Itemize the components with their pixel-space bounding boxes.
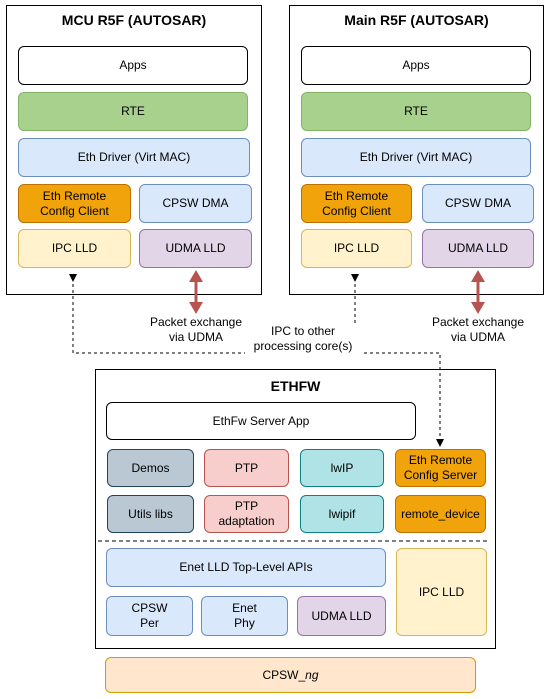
cpsw-per-box: CPSW Per <box>106 596 193 636</box>
ipc-other-cores-label: IPC to other processing core(s) <box>245 324 361 354</box>
main-eth-driver-box: Eth Driver (Virt MAC) <box>301 138 531 177</box>
mcu-r5f-title: MCU R5F (AUTOSAR) <box>61 12 207 28</box>
cpsw-ng-prefix: CPSW_ <box>262 667 306 682</box>
ipc-dashed-link <box>69 274 444 447</box>
ptp-adaptation-box: PTP adaptation <box>204 495 289 533</box>
eth-remote-server-box: Eth Remote Config Server <box>395 449 486 487</box>
packet-exchange-label-left: Packet exchange via UDMA <box>149 315 243 344</box>
main-cpsw-dma-box: CPSW DMA <box>422 184 534 223</box>
main-r5f-panel: Main R5F (AUTOSAR) Apps RTE Eth Driver (… <box>289 5 544 295</box>
mcu-rte-box: RTE <box>18 92 248 131</box>
lwipif-box: lwipif <box>300 495 384 533</box>
ethfw-ipc-lld-box: IPC LLD <box>396 548 487 636</box>
packet-exchange-arrow-right <box>471 270 485 314</box>
mcu-r5f-panel: MCU R5F (AUTOSAR) Apps RTE Eth Driver (V… <box>6 5 262 295</box>
lwip-box: lwIP <box>300 449 384 487</box>
demos-box: Demos <box>107 449 194 487</box>
packet-exchange-label-right: Packet exchange via UDMA <box>431 315 525 344</box>
mcu-udma-lld-box: UDMA LLD <box>139 229 252 268</box>
main-eth-remote-client-box: Eth Remote Config Client <box>301 184 412 223</box>
main-ipc-lld-box: IPC LLD <box>301 229 412 268</box>
main-rte-box: RTE <box>301 92 531 131</box>
ethfw-udma-lld-box: UDMA LLD <box>297 596 386 636</box>
ptp-box: PTP <box>204 449 289 487</box>
mcu-eth-remote-client-box: Eth Remote Config Client <box>18 184 131 223</box>
mcu-apps-box: Apps <box>18 46 248 85</box>
enet-lld-api-box: Enet LLD Top-Level APIs <box>106 548 386 587</box>
remote-device-box: remote_device <box>395 495 486 533</box>
utils-libs-box: Utils libs <box>107 495 194 533</box>
mcu-cpsw-dma-box: CPSW DMA <box>139 184 252 223</box>
main-udma-lld-box: UDMA LLD <box>422 229 534 268</box>
mcu-eth-driver-box: Eth Driver (Virt MAC) <box>18 138 250 177</box>
cpsw-ng-box: CPSW_ng <box>105 657 476 693</box>
mcu-ipc-lld-box: IPC LLD <box>18 229 131 268</box>
main-apps-box: Apps <box>301 46 531 85</box>
enet-phy-box: Enet Phy <box>201 596 288 636</box>
main-r5f-title: Main R5F (AUTOSAR) <box>344 12 489 28</box>
packet-exchange-arrow-left <box>189 270 203 314</box>
cpsw-ng-suffix: ng <box>305 667 319 682</box>
